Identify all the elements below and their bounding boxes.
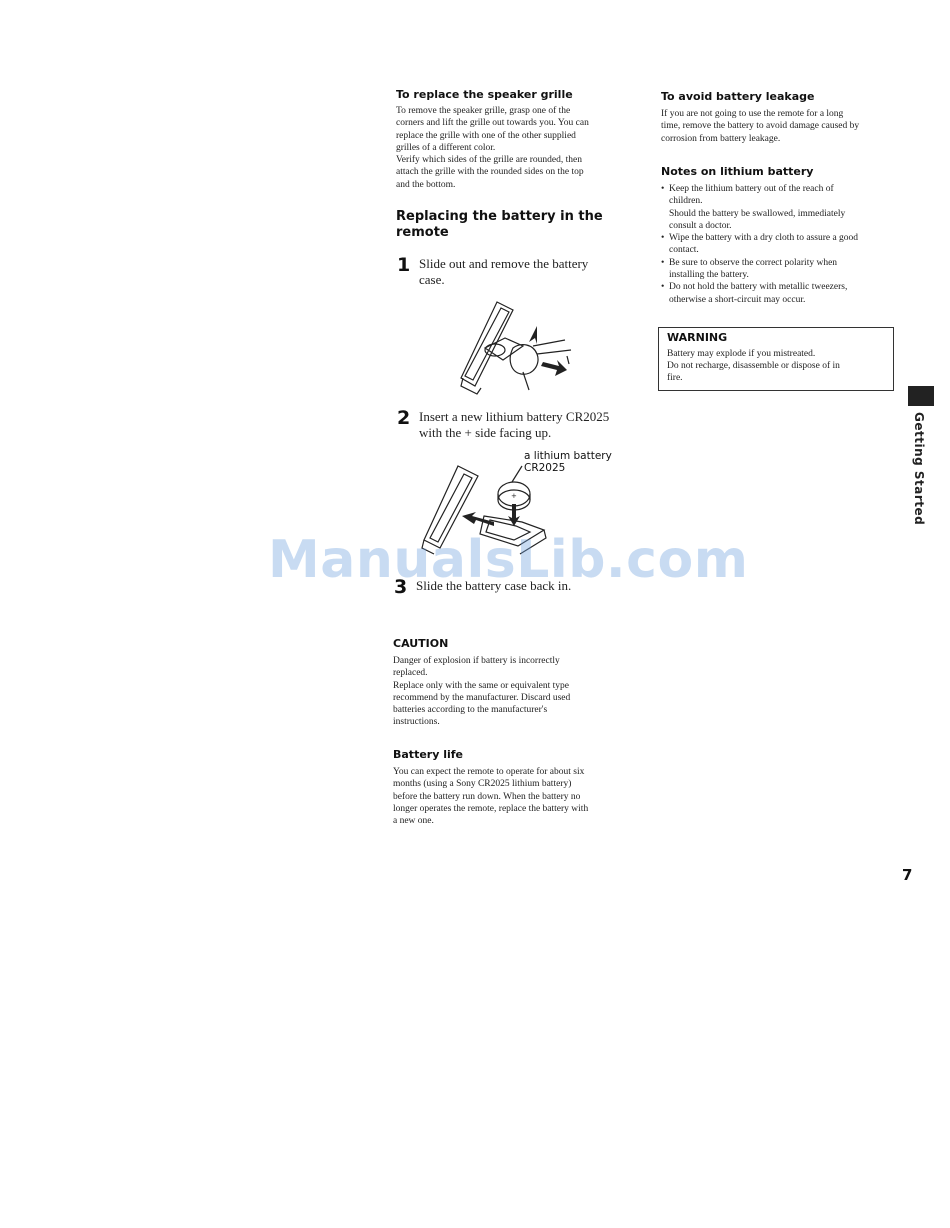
step-number: 1 (397, 254, 411, 276)
lithium-battery-callout: a lithium battery CR2025 (524, 450, 612, 474)
step-number: 3 (394, 576, 408, 598)
text-line: longer operates the remote, replace the … (393, 803, 589, 814)
text-line: batteries according to the manufacturer'… (393, 705, 548, 716)
step-number: 2 (397, 407, 411, 429)
step-line: Insert a new lithium battery CR2025 (419, 409, 610, 424)
text-line: and the bottom. (396, 179, 456, 190)
text-line: To remove the speaker grille, grasp one … (396, 106, 571, 116)
item-line: Be sure to observe the correct polarity … (669, 257, 838, 268)
step-2: 2 Insert a new lithium battery CR2025 wi… (397, 408, 609, 441)
remove-battery-case-illustration (460, 301, 572, 395)
step-3: 3 Slide the battery case back in. (394, 577, 571, 597)
heading-line: remote (396, 225, 449, 240)
heading-line: Replacing the battery in the (396, 209, 603, 224)
warning-line: Battery may explode if you mistreated. (667, 349, 816, 359)
text-line: instructions. (393, 717, 440, 728)
warning-line: fire. (667, 373, 683, 383)
warning-line: Do not recharge, disassemble or dispose … (667, 361, 840, 371)
lithium-notes-heading: Notes on lithium battery (661, 165, 814, 178)
list-item: Keep the lithium battery out of the reac… (661, 183, 896, 232)
list-item: Wipe the battery with a dry cloth to ass… (661, 232, 896, 257)
text-line: replaced. (393, 668, 428, 679)
step-1: 1 Slide out and remove the battery case. (397, 255, 588, 288)
caution-text: Danger of explosion if battery is incorr… (393, 655, 633, 729)
battery-leakage-text: If you are not going to use the remote f… (661, 108, 906, 145)
item-line: children. (669, 196, 703, 207)
step-line: with the + side facing up. (419, 425, 552, 440)
item-line: Do not hold the battery with metallic tw… (669, 282, 848, 293)
insert-battery-illustration: + (421, 465, 547, 555)
text-line: Replace only with the same or equivalent… (393, 680, 569, 691)
battery-life-heading: Battery life (393, 748, 463, 761)
item-line: otherwise a short-circuit may occur. (669, 294, 806, 305)
item-line: Keep the lithium battery out of the reac… (669, 184, 834, 194)
text-line: attach the grille with the rounded sides… (396, 167, 584, 178)
lithium-notes-list: Keep the lithium battery out of the reac… (661, 183, 896, 306)
text-line: a new one. (393, 816, 434, 827)
text-line: Danger of explosion if battery is incorr… (393, 656, 560, 666)
battery-life-text: You can expect the remote to operate for… (393, 766, 638, 827)
speaker-grille-heading: To replace the speaker grille (396, 88, 573, 101)
text-line: time, remove the battery to avoid damage… (661, 121, 860, 132)
speaker-grille-text: To remove the speaker grille, grasp one … (396, 105, 636, 191)
step-line: case. (419, 272, 445, 287)
text-line: replace the grille with one of the other… (396, 130, 576, 141)
item-line: Should the battery be swallowed, immedia… (669, 208, 846, 219)
callout-line: a lithium battery (524, 450, 612, 462)
list-item: Be sure to observe the correct polarity … (661, 257, 896, 282)
item-line: Wipe the battery with a dry cloth to ass… (669, 233, 859, 244)
text-line: months (using a Sony CR2025 lithium batt… (393, 779, 572, 790)
section-tab-marker (908, 386, 934, 406)
text-line: Verify which sides of the grille are rou… (396, 155, 582, 166)
step-line: Slide the battery case back in. (416, 578, 572, 593)
step-text: Insert a new lithium battery CR2025 with… (419, 409, 609, 441)
item-line: consult a doctor. (669, 220, 732, 231)
battery-leakage-heading: To avoid battery leakage (661, 90, 815, 103)
list-item: Do not hold the battery with metallic tw… (661, 281, 896, 306)
item-line: installing the battery. (669, 270, 749, 281)
text-line: corners and lift the grille out towards … (396, 118, 589, 129)
section-tab-label: Getting Started (912, 412, 926, 526)
text-line: corrosion from battery leakage. (661, 133, 781, 144)
watermark-text: ManualsLib.com (268, 530, 749, 590)
text-line: You can expect the remote to operate for… (393, 767, 585, 777)
step-text: Slide out and remove the battery case. (419, 256, 588, 288)
callout-line: CR2025 (524, 462, 566, 474)
text-line: If you are not going to use the remote f… (661, 109, 844, 119)
text-line: recommend by the manufacturer. Discard u… (393, 692, 571, 703)
item-line: contact. (669, 245, 699, 256)
caution-heading: CAUTION (393, 637, 449, 650)
replacing-battery-heading: Replacing the battery in the remote (396, 209, 603, 241)
svg-text:+: + (511, 492, 517, 500)
step-text: Slide the battery case back in. (416, 578, 571, 594)
warning-title: WARNING (667, 331, 728, 344)
text-line: before the battery run down. When the ba… (393, 791, 581, 802)
text-line: grilles of a different color. (396, 142, 496, 153)
page-number: 7 (902, 866, 913, 884)
step-line: Slide out and remove the battery (419, 256, 589, 271)
warning-box: WARNING Battery may explode if you mistr… (658, 327, 894, 391)
